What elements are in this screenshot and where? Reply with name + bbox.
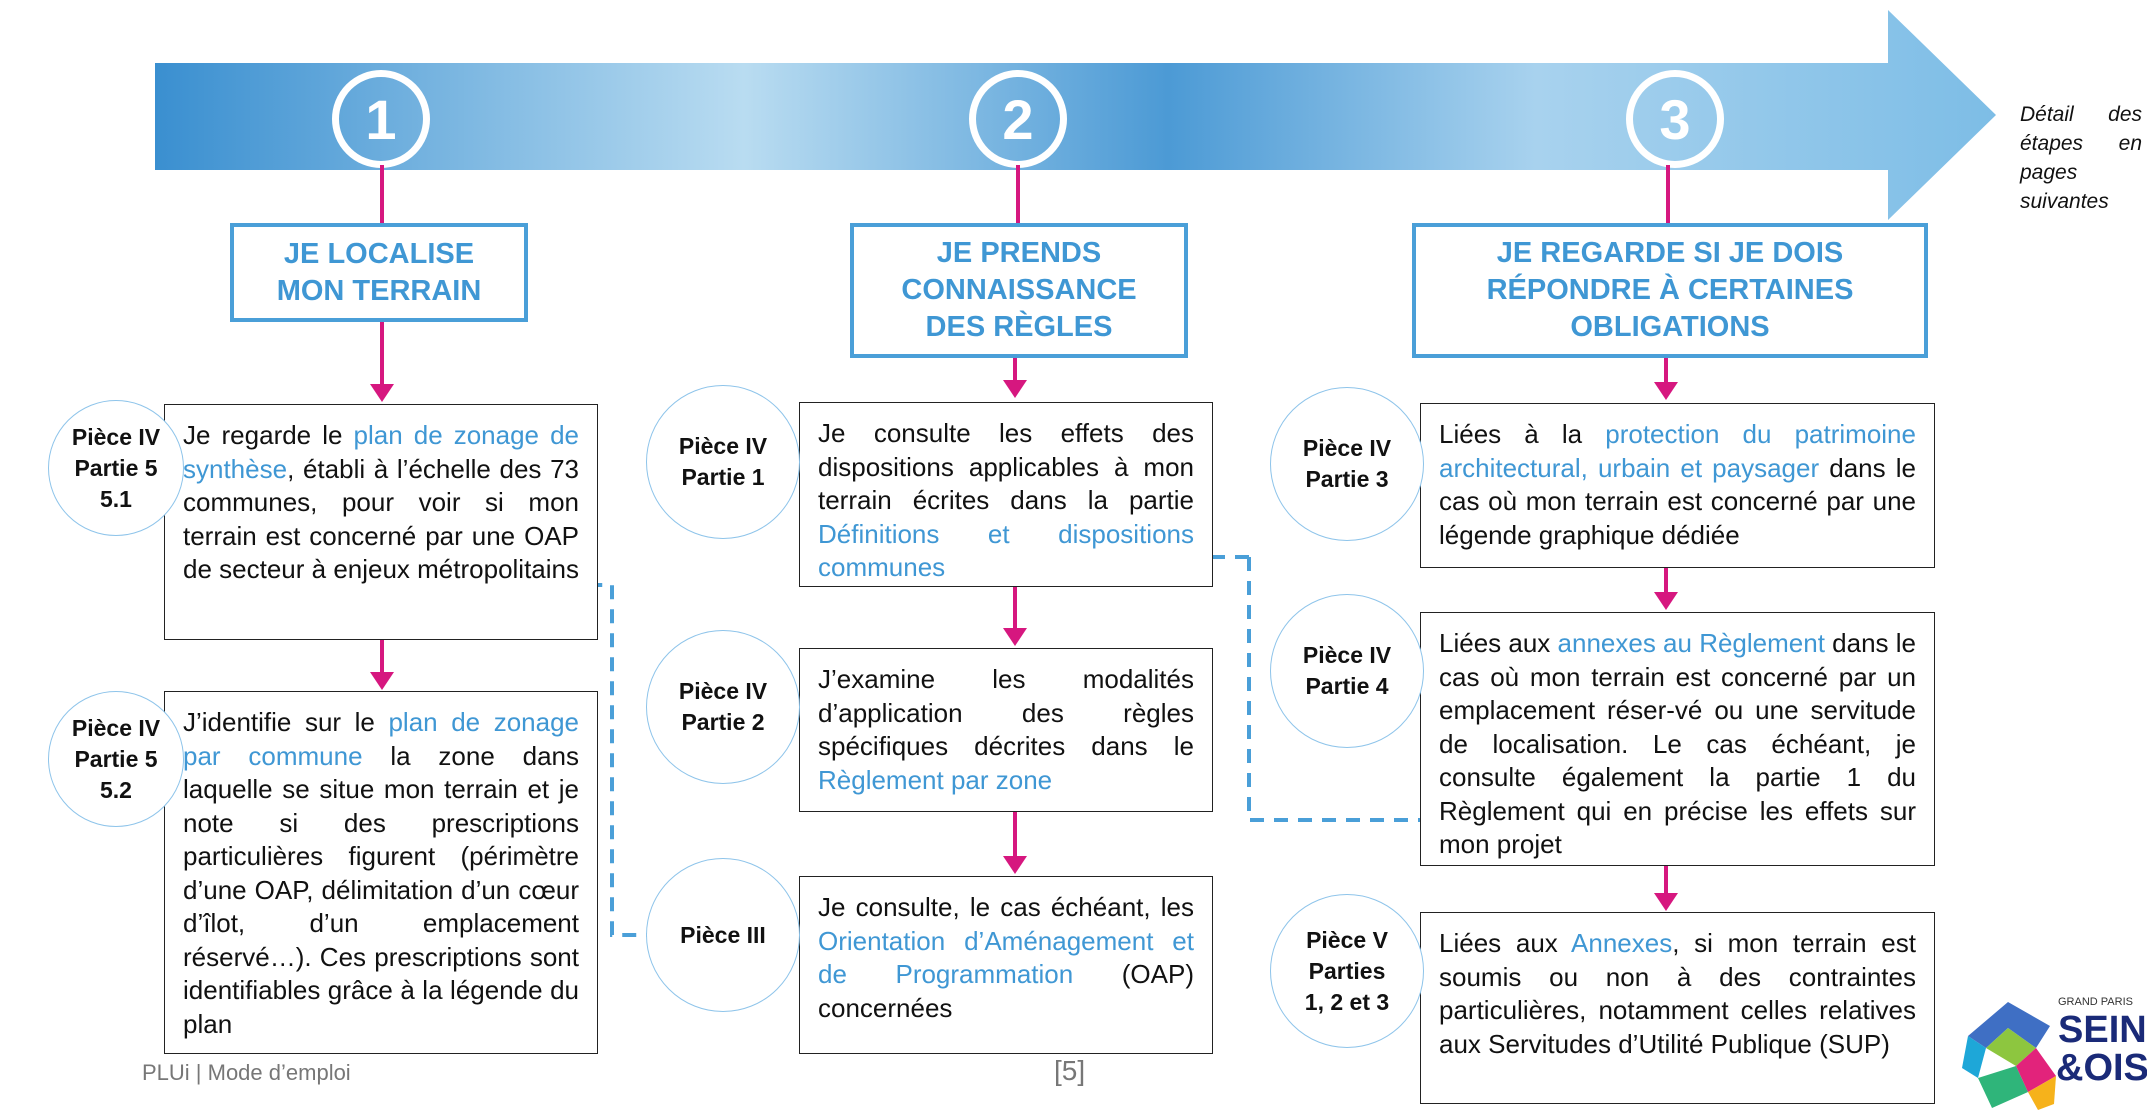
step-number: 2 <box>1002 87 1034 151</box>
info-box-col2-3: Je consulte, le cas échéant, les Orienta… <box>799 876 1213 1054</box>
footer-label: PLUi | Mode d’emploi <box>142 1060 351 1085</box>
info-box-col1-1: Je regarde le plan de zonage de synthèse… <box>164 404 598 640</box>
piece-badge: Pièce V Parties 1, 2 et 3 <box>1270 894 1424 1048</box>
logo-mark <box>1962 1002 2056 1110</box>
doc-reference: Règlement par zone <box>818 764 1053 795</box>
info-box-col2-2: J’examine les modalités d’application de… <box>799 648 1213 812</box>
piece-badge: Pièce IV Partie 4 <box>1270 594 1424 748</box>
step-1-title: JE LOCALISE MON TERRAIN <box>230 223 528 322</box>
title-line: CONNAISSANCE <box>901 274 1137 306</box>
piece-badge: Pièce IV Partie 5 5.2 <box>48 691 184 827</box>
piece-badge: Pièce IV Partie 3 <box>1270 387 1424 541</box>
title-line: RÉPONDRE À CERTAINES <box>1486 274 1854 306</box>
title-line: MON TERRAIN <box>276 274 482 307</box>
logo-line1: SEINE <box>2058 1009 2147 1051</box>
doc-reference: protection du patrimoine architectural, … <box>1439 419 1916 483</box>
piece-badge: Pièce IV Partie 5 5.1 <box>48 400 184 536</box>
piece-badge: Pièce IV Partie 1 <box>646 385 800 539</box>
step-2-circle: 2 <box>969 70 1067 168</box>
doc-reference: Orientation d’Aménagement et de Programm… <box>818 925 1194 990</box>
info-box-col3-2: Liées aux annexes au Règlement dans le c… <box>1420 612 1935 866</box>
title-line: OBLIGATIONS <box>1570 311 1770 343</box>
timeline-arrow <box>155 10 1996 220</box>
title-line: JE LOCALISE <box>283 237 475 270</box>
doc-reference: Définitions et dispositions communes <box>818 518 1194 583</box>
info-box-col3-1: Liées à la protection du patrimoine arch… <box>1420 403 1935 568</box>
title-line: JE PRENDS <box>936 237 1102 269</box>
piece-badge: Pièce IV Partie 2 <box>646 630 800 784</box>
logo-top: GRAND PARIS <box>2058 996 2133 1008</box>
doc-reference: annexes au Règlement <box>1557 628 1825 658</box>
step-3-title: JE REGARDE SI JE DOIS RÉPONDRE À CERTAIN… <box>1412 223 1928 358</box>
page-number: [5] <box>1054 1055 1086 1086</box>
doc-reference: plan de zonage par commune <box>183 707 579 771</box>
info-box-col1-2: J’identifie sur le plan de zonage par co… <box>164 691 598 1054</box>
doc-reference: plan de zonage de synthèse <box>183 420 580 484</box>
logo: GRAND PARIS SEINE &OISE <box>1958 996 2147 1110</box>
piece-badge: Pièce III <box>646 858 800 1012</box>
side-note: Détail des étapes en pages suivantes <box>2020 103 2142 213</box>
step-number: 3 <box>1659 87 1691 151</box>
info-box-col2-1: Je consulte les effets des dispositions … <box>799 402 1213 587</box>
step-2-title: JE PRENDS CONNAISSANCE DES RÈGLES <box>850 223 1188 358</box>
step-1-circle: 1 <box>332 70 430 168</box>
logo-line2: &OISE <box>2056 1047 2147 1089</box>
title-line: DES RÈGLES <box>925 311 1113 343</box>
doc-reference: Annexes <box>1571 928 1673 958</box>
oap-reference: OAP de secteur à enjeux métropolitains <box>183 520 580 585</box>
title-line: JE REGARDE SI JE DOIS <box>1496 237 1844 269</box>
info-box-col3-3: Liées aux Annexes, si mon terrain est so… <box>1420 912 1935 1104</box>
step-number: 1 <box>365 87 397 151</box>
step-3-circle: 3 <box>1626 70 1724 168</box>
